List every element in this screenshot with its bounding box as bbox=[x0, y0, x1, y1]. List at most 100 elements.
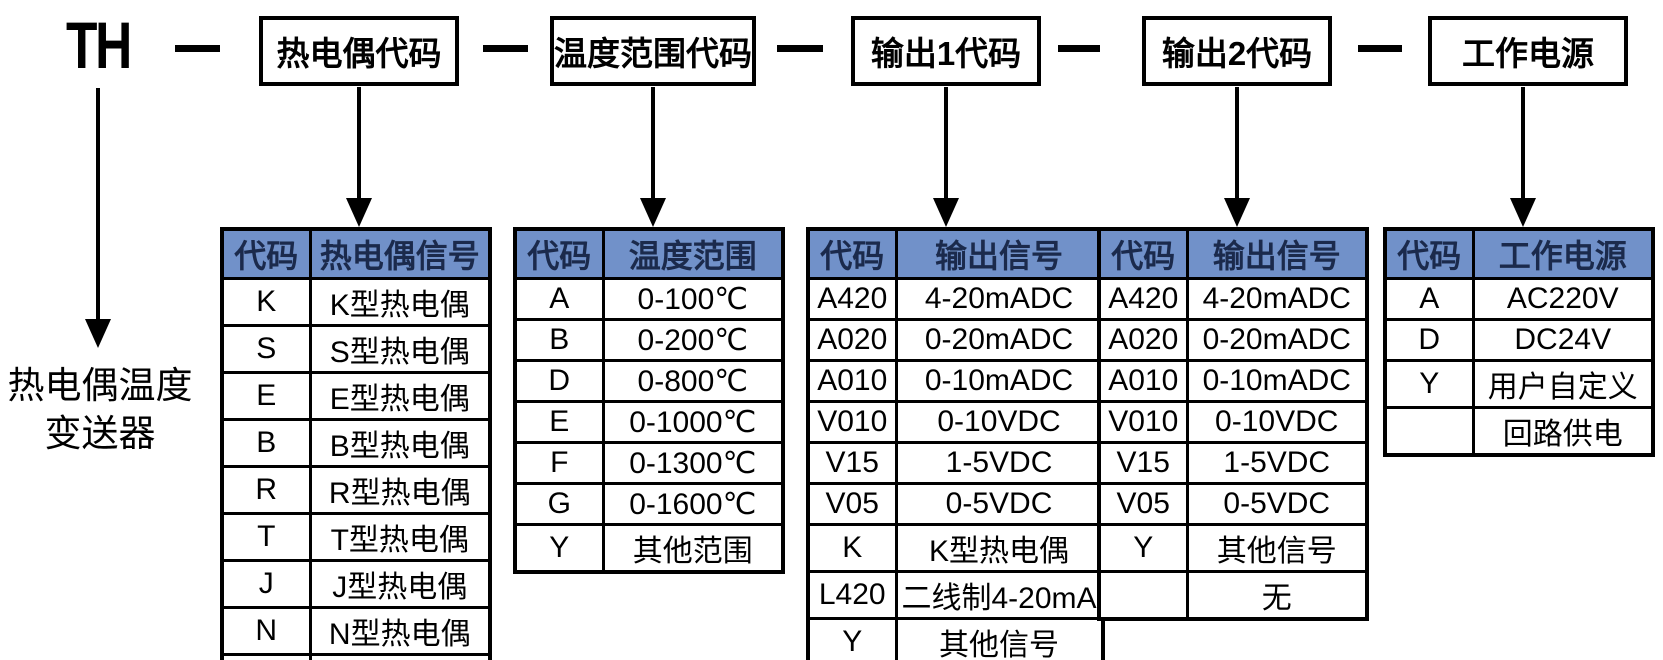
code-cell: Y bbox=[806, 617, 898, 660]
dash-separator bbox=[1058, 45, 1100, 52]
value-cell: 0-10VDC bbox=[1185, 400, 1369, 444]
value-cell: 0-800℃ bbox=[601, 359, 785, 403]
arrow-head bbox=[640, 198, 666, 227]
code-cell: B bbox=[513, 318, 605, 362]
column-header: 代码 bbox=[220, 227, 312, 280]
column-header: 代码 bbox=[513, 227, 605, 280]
code-cell: G bbox=[513, 482, 605, 526]
code-cell: V010 bbox=[806, 400, 898, 444]
code-cell: Y bbox=[1383, 359, 1475, 409]
table-row: 回路供电 bbox=[1383, 406, 1655, 457]
code-cell bbox=[1383, 406, 1475, 457]
arrow-down-icon bbox=[1510, 87, 1536, 227]
table-header-row: 代码输出信号 bbox=[1097, 227, 1369, 280]
value-cell: 1-5VDC bbox=[894, 441, 1105, 485]
model-prefix: TH bbox=[66, 8, 132, 82]
value-cell: 其他范围 bbox=[601, 523, 785, 574]
value-cell: 0-1300℃ bbox=[601, 441, 785, 485]
codebox-label: 热电偶代码 bbox=[276, 35, 442, 72]
table-row: 无 bbox=[1097, 570, 1369, 621]
codebox-temperature-range-code: 温度范围代码 bbox=[550, 16, 756, 86]
column-header: 温度范围 bbox=[601, 227, 785, 280]
value-cell: T型热电偶 bbox=[308, 512, 492, 562]
column-header: 代码 bbox=[1383, 227, 1475, 280]
value-cell: 无 bbox=[1185, 570, 1369, 621]
value-cell: 1-5VDC bbox=[1185, 441, 1369, 485]
code-cell: E bbox=[513, 400, 605, 444]
codebox-thermocouple-code: 热电偶代码 bbox=[259, 16, 459, 86]
code-cell: Y bbox=[513, 523, 605, 574]
value-cell: R型热电偶 bbox=[308, 465, 492, 515]
arrow-down-icon bbox=[346, 87, 372, 227]
code-cell: A020 bbox=[1097, 318, 1189, 362]
codebox-label: 输出2代码 bbox=[1161, 35, 1313, 72]
code-cell: A bbox=[513, 277, 605, 321]
value-cell: 回路供电 bbox=[1471, 406, 1655, 457]
value-cell: 0-20mADC bbox=[1185, 318, 1369, 362]
code-cell: V05 bbox=[806, 482, 898, 526]
arrow-head bbox=[85, 319, 111, 348]
table-header-row: 代码输出信号 bbox=[806, 227, 1105, 280]
value-cell: 4-20mADC bbox=[1185, 277, 1369, 321]
code-cell: E bbox=[220, 371, 312, 421]
value-cell: 0-100℃ bbox=[601, 277, 785, 321]
code-cell: V010 bbox=[1097, 400, 1189, 444]
value-cell: 0-10mADC bbox=[894, 359, 1105, 403]
code-cell: A bbox=[1383, 277, 1475, 321]
code-cell: D bbox=[1383, 318, 1475, 362]
value-cell: 二线制4-20mA bbox=[894, 570, 1105, 620]
code-cell: K bbox=[806, 523, 898, 573]
code-cell: Y bbox=[1097, 523, 1189, 573]
dash-separator bbox=[777, 45, 823, 52]
value-cell: 0-1000℃ bbox=[601, 400, 785, 444]
arrow-shaft bbox=[1521, 87, 1525, 198]
codebox-power-supply: 工作电源 bbox=[1428, 16, 1628, 86]
arrow-down-icon bbox=[933, 87, 959, 227]
value-cell: B型热电偶 bbox=[308, 418, 492, 468]
code-cell: R bbox=[220, 465, 312, 515]
table-header-row: 代码温度范围 bbox=[513, 227, 785, 280]
column-header: 代码 bbox=[1097, 227, 1189, 280]
dash-separator bbox=[1358, 45, 1402, 52]
code-cell: T bbox=[220, 512, 312, 562]
code-cell: A010 bbox=[1097, 359, 1189, 403]
value-cell: 用户自定义 bbox=[1471, 359, 1655, 409]
arrow-head bbox=[1510, 198, 1536, 227]
value-cell: 0-5VDC bbox=[894, 482, 1105, 526]
code-cell: V05 bbox=[1097, 482, 1189, 526]
value-cell: 其他信号 bbox=[308, 653, 492, 660]
codebox-label: 输出1代码 bbox=[870, 35, 1022, 72]
arrow-head bbox=[933, 198, 959, 227]
code-cell: A420 bbox=[806, 277, 898, 321]
value-cell: DC24V bbox=[1471, 318, 1655, 362]
code-cell: V15 bbox=[1097, 441, 1189, 485]
dash-separator bbox=[175, 45, 220, 52]
codebox-output2-code: 输出2代码 bbox=[1142, 16, 1332, 86]
arrow-shaft bbox=[357, 87, 361, 198]
code-cell: Y bbox=[220, 653, 312, 660]
product-name: 热电偶温度 变送器 bbox=[0, 362, 200, 458]
value-cell: S型热电偶 bbox=[308, 324, 492, 374]
